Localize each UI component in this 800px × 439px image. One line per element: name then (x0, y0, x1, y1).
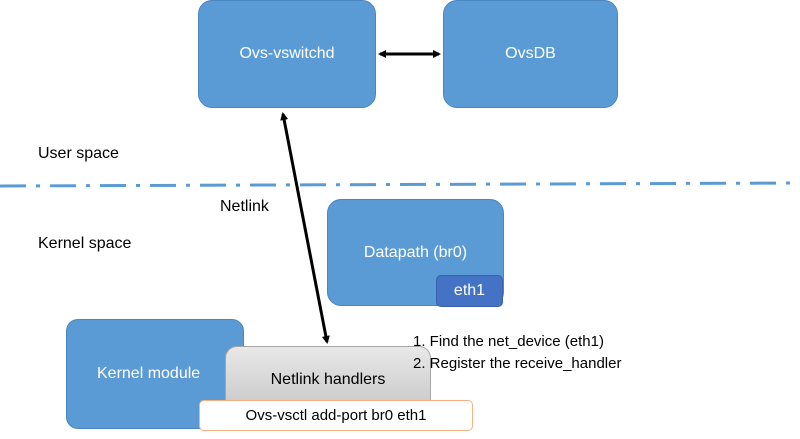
command-text: Ovs-vsctl add-port br0 eth1 (245, 407, 427, 424)
user-kernel-divider (0, 181, 800, 188)
eth1-port: eth1 (436, 275, 503, 307)
steps-list: 1. Find the net_device (eth1) 2. Registe… (413, 331, 621, 375)
ovsdb-node: OvsDB (443, 0, 618, 108)
ovs-vswitchd-node: Ovs-vswitchd (198, 0, 376, 108)
step-item: 1. Find the net_device (eth1) (413, 333, 604, 350)
datapath-label: Datapath (br0) (363, 244, 468, 261)
kernel-module-label: Kernel module (97, 365, 201, 382)
ovs-vswitchd-label: Ovs-vswitchd (239, 45, 335, 62)
kernel-space-label: Kernel space (38, 235, 132, 252)
netlink-arrow (280, 112, 330, 344)
user-space-label: User space (38, 145, 119, 162)
netlink-label: Netlink (220, 198, 269, 215)
step-item: 2. Register the receive_handler (413, 355, 622, 372)
netlink-handlers-label: Netlink handlers (270, 371, 386, 388)
eth1-label: eth1 (453, 282, 486, 299)
command-box: Ovs-vsctl add-port br0 eth1 (199, 400, 473, 431)
ovsdb-label: OvsDB (505, 45, 556, 62)
